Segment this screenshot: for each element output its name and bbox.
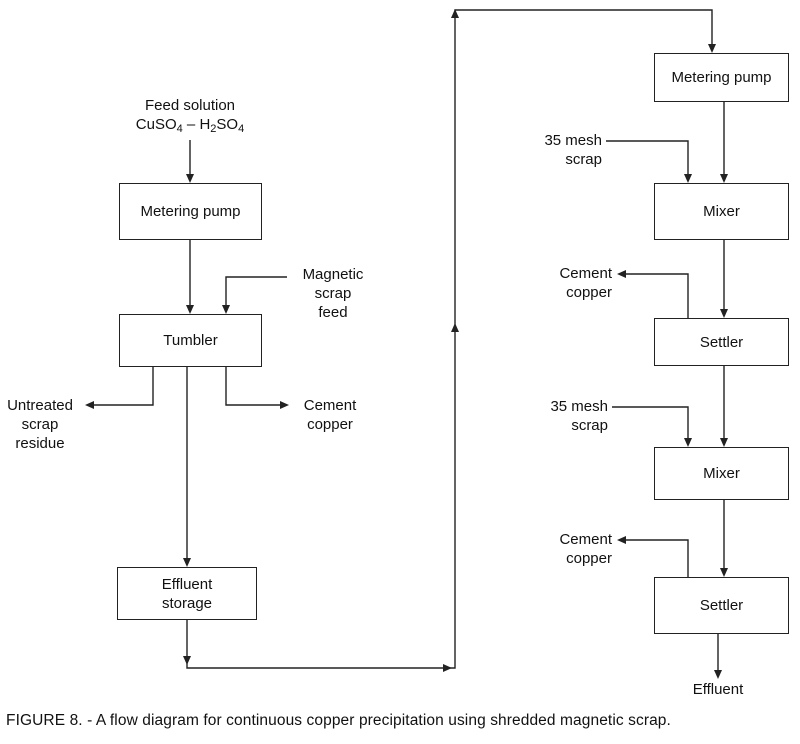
label-line: scrap <box>565 151 602 168</box>
label-line: copper <box>307 416 353 433</box>
arrowhead <box>183 558 191 567</box>
arrowhead <box>451 9 459 18</box>
box-label: Mixer <box>703 203 740 220</box>
label-line: scrap <box>314 285 352 302</box>
formula-part: – H <box>182 116 211 133</box>
formula-sub: 4 <box>176 123 183 135</box>
arrowhead <box>720 174 728 183</box>
label-line: residue <box>15 435 65 452</box>
formula-sub: 4 <box>238 123 245 135</box>
box-label: Tumbler <box>163 332 218 349</box>
settler-box-2: Settler <box>654 577 789 634</box>
formula-sub: 2 <box>210 123 217 135</box>
effluent-label: Effluent <box>680 680 756 699</box>
tumbler-box: Tumbler <box>119 314 262 367</box>
box-label: Settler <box>699 597 744 614</box>
arrowhead <box>714 670 722 679</box>
arrow-settler2-to-cement2 <box>624 539 689 577</box>
label-line: Cement <box>559 531 612 548</box>
formula-part: SO <box>216 116 239 133</box>
arrow-storage-to-right <box>186 9 713 669</box>
label-line: copper <box>566 284 612 301</box>
mesh-scrap-label-1: 35 mesh scrap <box>526 131 602 169</box>
figure-caption: FIGURE 8. - A flow diagram for continuou… <box>6 712 671 729</box>
metering-pump-box-left: Metering pump <box>119 183 262 240</box>
arrowhead <box>186 305 194 314</box>
mixer-box-2: Mixer <box>654 447 789 500</box>
box-label-line: Effluent <box>161 575 213 593</box>
arrowhead <box>684 438 692 447</box>
arrowhead <box>720 438 728 447</box>
effluent-storage-box: Effluent storage <box>117 567 257 620</box>
arrow-mesh1-to-mixer1 <box>606 140 689 176</box>
label-line: Cement <box>559 265 612 282</box>
feed-solution-label: Feed solution CuSO4 – H2SO4 <box>115 96 265 135</box>
box-label: Mixer <box>703 465 740 482</box>
magnetic-scrap-feed-label: Magnetic scrap feed <box>288 265 378 322</box>
arrowhead <box>720 568 728 577</box>
cement-copper-label-right-1: Cement copper <box>544 264 612 302</box>
label-line: Effluent <box>692 681 744 698</box>
feed-formula: CuSO4 – H2SO4 <box>115 115 265 135</box>
arrowhead <box>617 536 626 544</box>
arrow-tumbler-to-residue <box>92 367 154 406</box>
cement-copper-label-right-2: Cement copper <box>544 530 612 568</box>
metering-pump-box-right: Metering pump <box>654 53 789 102</box>
arrowhead <box>85 401 94 409</box>
arrowhead <box>443 664 452 672</box>
settler-box-1: Settler <box>654 318 789 366</box>
label-line: 35 mesh <box>544 132 602 149</box>
formula-part: CuSO <box>135 116 177 133</box>
label-line: scrap <box>21 416 59 433</box>
arrowhead <box>451 323 459 332</box>
arrowhead <box>720 309 728 318</box>
label-line: Untreated <box>7 397 73 414</box>
arrowhead <box>186 174 194 183</box>
arrowhead <box>617 270 626 278</box>
mesh-scrap-label-2: 35 mesh scrap <box>532 397 608 435</box>
untreated-scrap-residue-label: Untreated scrap residue <box>0 396 80 453</box>
arrow-settler1-to-cement1 <box>624 273 689 318</box>
arrowhead <box>708 44 716 53</box>
label-line: 35 mesh <box>550 398 608 415</box>
arrow-tumbler-to-cement <box>225 367 282 406</box>
arrowhead <box>280 401 289 409</box>
arrowhead <box>684 174 692 183</box>
box-label: Metering pump <box>671 69 772 86</box>
feed-solution-text: Feed solution <box>144 97 236 114</box>
label-line: Cement <box>303 397 357 414</box>
box-label-line: storage <box>161 594 213 612</box>
arrow-mesh2-to-mixer2 <box>612 406 689 440</box>
label-line: copper <box>566 550 612 567</box>
box-label: Settler <box>699 333 744 351</box>
box-label: Metering pump <box>140 203 241 220</box>
mixer-box-1: Mixer <box>654 183 789 240</box>
label-line: Magnetic <box>302 266 364 283</box>
arrowhead <box>183 656 191 665</box>
arrowhead <box>222 305 230 314</box>
label-line: scrap <box>571 417 608 434</box>
arrow-scrap-to-tumbler <box>225 276 287 307</box>
label-line: feed <box>318 304 348 321</box>
cement-copper-label-left: Cement copper <box>290 396 370 434</box>
